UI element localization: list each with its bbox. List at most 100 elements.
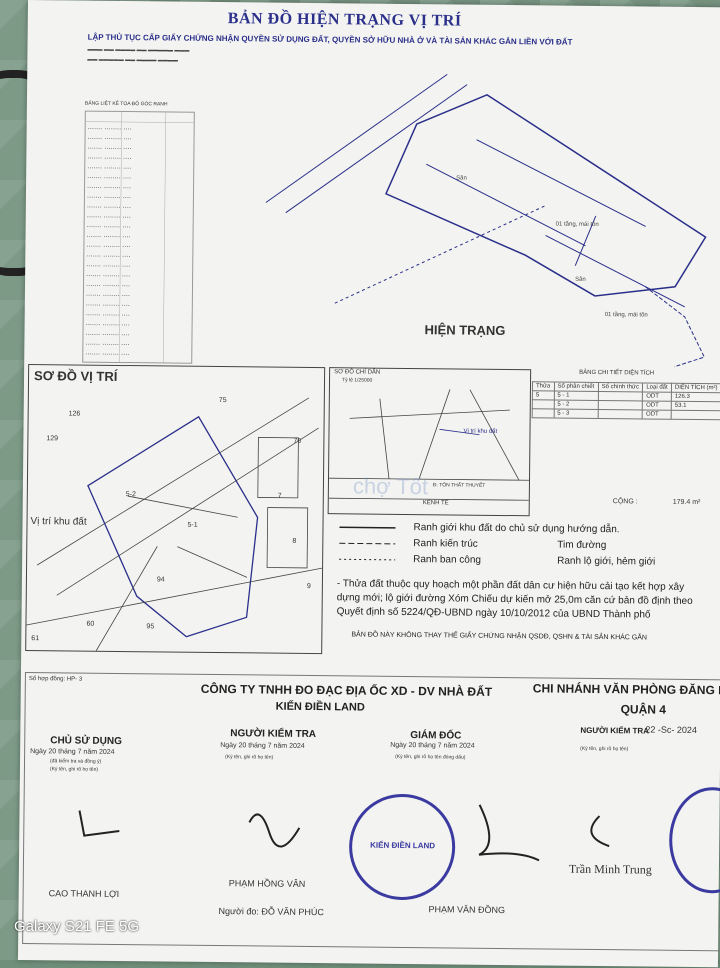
camera-watermark: Galaxy S21 FE 5G (14, 918, 140, 935)
coordinate-row: ▪▪▪▪▪▪▪ ▪▪▪▪▪▪▪▪ ▪▪▪▪ (86, 304, 130, 308)
signer-role: NGƯỜI KIỂM TRA (230, 728, 317, 741)
guide-vi-tri-label: Vị trí khu đất (463, 428, 498, 435)
coordinate-row: ▪▪▪▪▪▪▪ ▪▪▪▪▪▪▪▪ ▪▪▪▪ (86, 294, 130, 298)
coords-heading: BẢNG LIỆT KÊ TỌA ĐỘ GÓC RANH (84, 100, 168, 108)
parcel-number: 94 (157, 576, 165, 583)
map-label: 01 tầng, mái tôn (605, 312, 648, 318)
coordinate-row: ▪▪▪▪▪▪▪ ▪▪▪▪▪▪▪▪ ▪▪▪▪ (87, 167, 131, 171)
coordinate-row: ▪▪▪▪▪▪▪ ▪▪▪▪▪▪▪▪ ▪▪▪▪ (87, 226, 131, 230)
street-label: Đ. TÔN THẤT THUYẾT (432, 482, 486, 489)
planning-note: - Thửa đất thuộc quy hoạch một phần đất … (336, 578, 693, 621)
signer-role: GIÁM ĐỐC (410, 730, 462, 742)
parcel-number: 60 (86, 621, 94, 628)
scale-label: Tỷ lệ 1/25000 (342, 377, 373, 384)
legend-item: Ranh kiến trúc (413, 538, 478, 550)
parcel-number: 9 (307, 583, 311, 590)
parcel-number: 76 (293, 438, 301, 445)
coordinate-row: ▪▪▪▪▪▪▪ ▪▪▪▪▪▪▪▪ ▪▪▪▪ (86, 275, 130, 279)
signer-note: (Ký tên, ghi rõ họ tên) (580, 745, 629, 753)
so-do-chi-dan-label: SƠ ĐỒ CHỈ DẪN (334, 369, 381, 376)
coordinate-row: ▪▪▪▪▪▪▪ ▪▪▪▪▪▪▪▪ ▪▪▪▪ (86, 324, 130, 328)
coordinate-row: ▪▪▪▪▪▪▪ ▪▪▪▪▪▪▪▪ ▪▪▪▪ (85, 343, 129, 347)
coordinates-rows: ▪▪▪▪▪▪▪ ▪▪▪▪▪▪▪▪ ▪▪▪▪ ▪▪▪▪▪▪▪ ▪▪▪▪▪▪▪▪ ▪▪… (85, 111, 194, 363)
info-lines: ▬▬ ▬▬▬▬▬ ▬▬ ▬▬▬▬ ▬▬▬▬ (87, 56, 178, 64)
signer-note: (Ký tên, ghi rõ họ tên) (49, 766, 99, 773)
info-lines: ▬▬▬ ▬▬ ▬▬▬▬ ▬▬ ▬▬▬▬▬ ▬▬▬ (87, 46, 190, 54)
signer-date: Ngày 20 tháng 7 năm 2024 (30, 748, 115, 756)
coordinate-row: ▪▪▪▪▪▪▪ ▪▪▪▪▪▪▪▪ ▪▪▪▪ (87, 196, 131, 200)
hien-trang-map: 01 tầng, mái tôn 01 tầng, mái tôn Sân Sâ… (265, 73, 707, 368)
signer-name: PHẠM HỒNG VÂN (228, 878, 306, 889)
table-cell: ODT (642, 400, 672, 411)
legend: Ranh giới khu đất do chủ sử dụng hướng d… (337, 521, 718, 585)
coordinate-row: ▪▪▪▪▪▪▪ ▪▪▪▪▪▪▪▪ ▪▪▪▪ (87, 186, 131, 190)
coordinate-row: ▪▪▪▪▪▪▪ ▪▪▪▪▪▪▪▪ ▪▪▪▪ (87, 206, 131, 210)
map-label: Sân (575, 277, 586, 283)
map-label: Sân (456, 175, 467, 181)
area-table-title: BẢNG CHI TIẾT DIỆN TÍCH (579, 369, 655, 377)
table-cell: 5 (532, 390, 554, 401)
signer-note: (Ký tên, ghi rõ họ tên) (225, 754, 274, 761)
signer-date: Ngày 20 tháng 7 năm 2024 (220, 742, 305, 750)
table-header: Số phân chiết (553, 382, 599, 392)
coordinate-row: ▪▪▪▪▪▪▪ ▪▪▪▪▪▪▪▪ ▪▪▪▪ (87, 147, 131, 151)
document-subtitle: LẬP THỦ TỤC CẤP GIẤY CHỨNG NHẬN QUYỀN SỬ… (87, 32, 573, 47)
parcel-number: 5-1 (187, 522, 197, 529)
coordinate-row: ▪▪▪▪▪▪▪ ▪▪▪▪▪▪▪▪ ▪▪▪▪ (86, 284, 130, 288)
coordinate-row: ▪▪▪▪▪▪▪ ▪▪▪▪▪▪▪▪ ▪▪▪▪ (88, 128, 132, 132)
signer-note: (đã kiểm tra và đồng ý) (49, 758, 102, 765)
signer-role: NGƯỜI KIỂM TRA (580, 725, 650, 736)
map-label: 01 tầng, mái tôn (556, 222, 599, 228)
table-cell: ODT (642, 391, 672, 402)
vi-tri-khu-dat-label: Vị trí khu đất (30, 516, 87, 528)
table-cell (671, 410, 720, 420)
parcel-number: 129 (46, 435, 58, 442)
coordinate-row: ▪▪▪▪▪▪▪ ▪▪▪▪▪▪▪▪ ▪▪▪▪ (86, 255, 130, 259)
coordinate-row: ▪▪▪▪▪▪▪ ▪▪▪▪▪▪▪▪ ▪▪▪▪ (87, 157, 131, 161)
area-total-value: 179.4 m² (672, 498, 701, 507)
document-sheet: BẢN ĐỒ HIỆN TRẠNG VỊ TRÍ LẬP THỦ TỤC CẤP… (17, 0, 720, 968)
canal-label: KÊNH TẺ (422, 500, 449, 507)
parcel-number: 8 (292, 538, 296, 545)
signer-name: PHẠM VĂN ĐỒNG (428, 904, 506, 916)
coordinate-row: ▪▪▪▪▪▪▪ ▪▪▪▪▪▪▪▪ ▪▪▪▪ (85, 353, 129, 357)
coordinate-row: ▪▪▪▪▪▪▪ ▪▪▪▪▪▪▪▪ ▪▪▪▪ (85, 333, 129, 337)
table-cell (532, 408, 554, 419)
parcel-number: 95 (146, 623, 154, 630)
table-header: Số chính thức (598, 382, 643, 392)
table-cell (597, 409, 643, 419)
so-do-vi-tri-label: SƠ ĐỒ VỊ TRÍ (33, 368, 118, 384)
legend-item: Ranh giới khu đất do chủ sử dụng hướng d… (413, 522, 620, 536)
legend-swatches (339, 526, 396, 561)
coordinate-row: ▪▪▪▪▪▪▪ ▪▪▪▪▪▪▪▪ ▪▪▪▪ (87, 216, 131, 220)
coordinates-table: ▪▪▪▪▪▪▪ ▪▪▪▪▪▪▪▪ ▪▪▪▪ ▪▪▪▪▪▪▪ ▪▪▪▪▪▪▪▪ ▪▪… (82, 110, 195, 364)
surveyor: Người đo: ĐỖ VĂN PHÚC (218, 906, 324, 918)
branch-name: CHI NHÁNH VĂN PHÒNG ĐĂNG K (532, 681, 720, 698)
coordinate-row: ▪▪▪▪▪▪▪ ▪▪▪▪▪▪▪▪ ▪▪▪▪ (86, 314, 130, 318)
coordinate-row: ▪▪▪▪▪▪▪ ▪▪▪▪▪▪▪▪ ▪▪▪▪ (86, 265, 130, 269)
table-cell (597, 400, 643, 410)
parcel-number: 126 (69, 410, 81, 417)
guide-map-frame (327, 367, 532, 517)
coordinate-row: ▪▪▪▪▪▪▪ ▪▪▪▪▪▪▪▪ ▪▪▪▪ (86, 235, 130, 239)
signer-note: (Ký tên, ghi rõ họ tên đóng dấu) (395, 753, 466, 761)
parcel-number: 5-2 (126, 491, 136, 498)
table-header: Loại đất (642, 382, 672, 393)
legend-item: Ranh ban công (413, 554, 482, 566)
coordinate-row: ▪▪▪▪▪▪▪ ▪▪▪▪▪▪▪▪ ▪▪▪▪ (88, 137, 132, 141)
area-total-label: CỘNG : (612, 498, 638, 506)
branch-district: QUẬN 4 (620, 702, 667, 717)
handwritten-signatures (78, 804, 610, 862)
coordinate-row: ▪▪▪▪▪▪▪ ▪▪▪▪▪▪▪▪ ▪▪▪▪ (87, 177, 131, 181)
legend-item: Ranh lộ giới, hẻm giới (557, 555, 656, 568)
signer-role: CHỦ SỬ DỤNG (50, 735, 122, 748)
parcel-number: 61 (31, 635, 39, 642)
legend-item: Tim đường (557, 539, 607, 552)
signer-date: Ngày 20 tháng 7 năm 2024 (390, 741, 475, 750)
signer-date: 22 -Sc- 2024 (645, 724, 697, 736)
hien-trang-label: HIỆN TRẠNG (424, 322, 506, 339)
